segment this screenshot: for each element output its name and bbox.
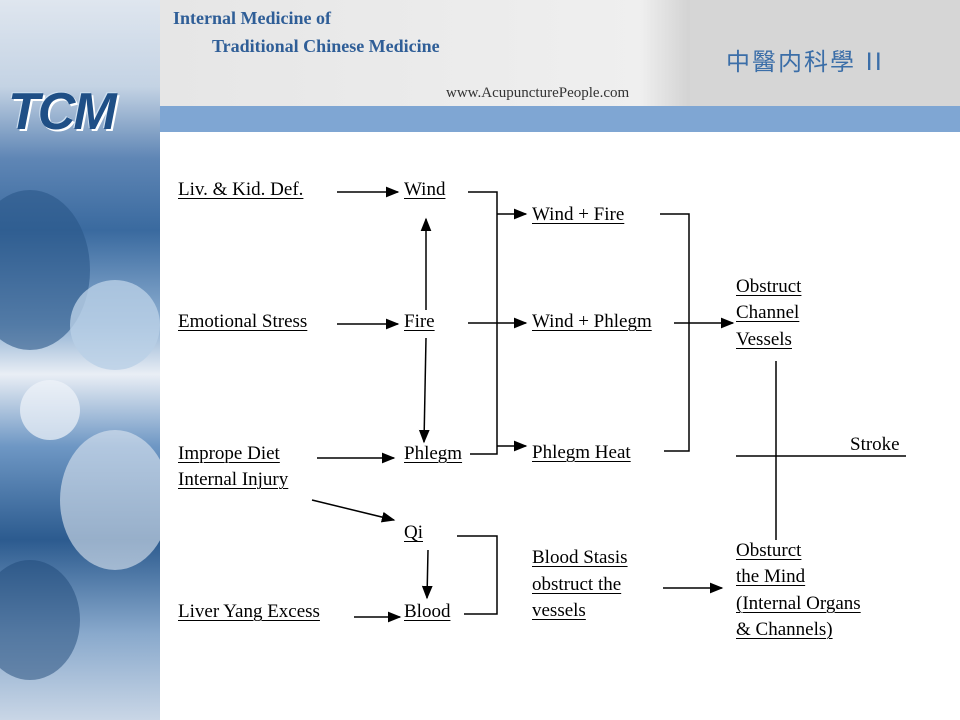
node-fire: Fire bbox=[404, 311, 435, 332]
arrow-injury-to-qi bbox=[311, 499, 396, 523]
arrow-qi-to-blood bbox=[421, 549, 433, 600]
node-wind: Wind bbox=[404, 179, 446, 200]
cause-liver-yang-excess: Liver Yang Excess bbox=[178, 601, 320, 622]
node-obstruct-channel-line3: Vessels bbox=[736, 329, 792, 350]
node-qi: Qi bbox=[404, 522, 423, 543]
node-phlegm-heat: Phlegm Heat bbox=[532, 442, 631, 463]
node-blood-stasis-line1: Blood Stasis bbox=[532, 547, 628, 568]
cause-internal-injury: Internal Injury bbox=[178, 469, 289, 490]
node-phlegm: Phlegm bbox=[404, 443, 463, 464]
header-banner: Internal Medicine of Traditional Chinese… bbox=[160, 0, 960, 106]
header-right-panel bbox=[690, 0, 960, 106]
diagram-connectors bbox=[311, 186, 906, 623]
cause-improper-diet: Imprope Diet bbox=[178, 443, 280, 464]
bracket-qi-blood bbox=[457, 535, 498, 615]
arrow-fire-to-phlegm bbox=[418, 337, 430, 444]
node-obstruct-mind-line2: the Mind bbox=[736, 566, 806, 587]
header-blue-bar bbox=[160, 106, 960, 132]
node-blood-stasis-line3: vessels bbox=[532, 600, 586, 621]
header-title-line2: Traditional Chinese Medicine bbox=[212, 36, 440, 56]
node-blood-stasis-line2: obstruct the bbox=[532, 574, 622, 595]
node-obstruct-channel-line2: Channel bbox=[736, 302, 800, 323]
node-obstruct-mind-line4: & Channels) bbox=[736, 619, 833, 640]
website-url: www.AcupuncturePeople.com bbox=[446, 85, 630, 101]
cause-emotional-stress: Emotional Stress bbox=[178, 311, 308, 332]
header-title-line1: Internal Medicine of bbox=[173, 8, 331, 28]
outcome-stroke: Stroke bbox=[850, 434, 900, 455]
decorative-sidebar: TCM bbox=[0, 0, 160, 720]
node-obstruct-mind-line1: Obsturct bbox=[736, 540, 802, 561]
chinese-title: 中醫内科學 II bbox=[726, 48, 884, 76]
tcm-logo: TCM bbox=[8, 83, 117, 141]
node-obstruct-mind-line3: (Internal Organs bbox=[736, 593, 861, 614]
stroke-pathogenesis-diagram: Liv. & Kid. Def. Emotional Stress Improp… bbox=[160, 132, 960, 720]
node-wind-fire: Wind + Fire bbox=[532, 204, 625, 225]
node-wind-phlegm: Wind + Phlegm bbox=[532, 311, 652, 332]
node-obstruct-channel-line1: Obstruct bbox=[736, 276, 802, 297]
cause-liv-kid-def: Liv. & Kid. Def. bbox=[178, 179, 304, 200]
bracket-combos bbox=[660, 213, 690, 452]
node-blood: Blood bbox=[404, 601, 451, 622]
